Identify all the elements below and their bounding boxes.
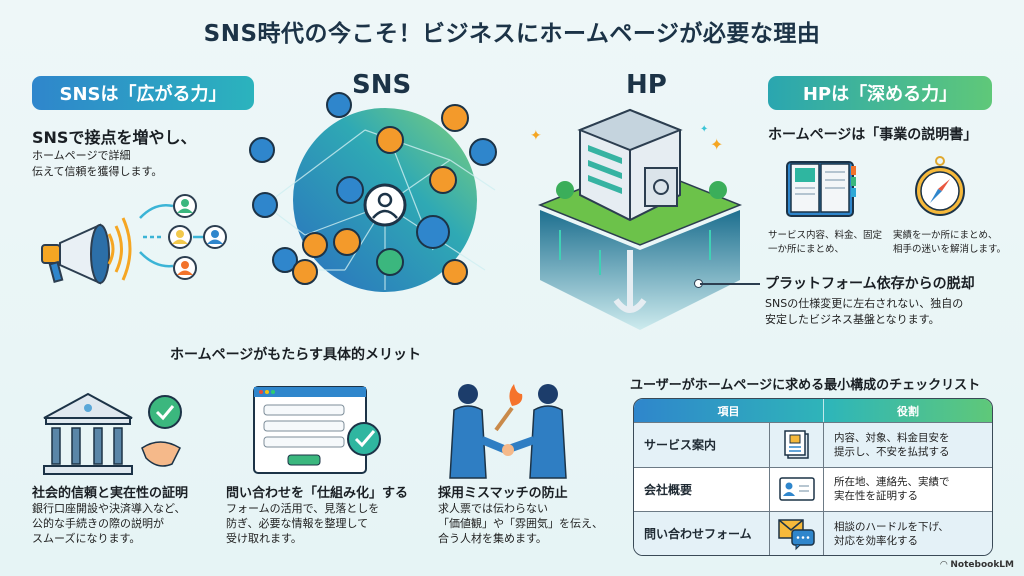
- user-node: [336, 176, 364, 204]
- merit-item: 社会的信頼と実在性の証明 銀行口座開設や決済導入など、 公的な手続きの際の説明が…: [32, 482, 188, 546]
- sns-network-globe: [249, 104, 497, 292]
- checklist-table: 項目 役割 サービス案内 内容、対象、料金目安を 提示し、不安を払拭する 会社概…: [633, 398, 993, 556]
- x-node: [252, 192, 278, 218]
- role-line: 内容、対象、料金目安を: [834, 431, 950, 444]
- row-item: サービス案内: [634, 423, 770, 467]
- share-node: [416, 215, 450, 249]
- platform-desc-line: SNSの仕様変更に左右されない、独自の: [765, 297, 964, 310]
- row-item: 会社概要: [634, 467, 770, 511]
- user-node: [376, 248, 404, 276]
- row-role: 所在地、連絡先、実績で 実在性を証明する: [824, 468, 992, 512]
- merit-line: フォームの活用で、見落としを: [226, 502, 380, 515]
- table-row: 会社概要 所在地、連絡先、実績で 実在性を証明する: [634, 466, 992, 512]
- network-nodes: [249, 104, 497, 285]
- merit-item: 問い合わせを「仕組み化」する フォームの活用で、見落としを 防ぎ、必要な情報を整…: [226, 482, 408, 546]
- sns-heading: SNSで接点を増やし、: [32, 128, 197, 147]
- hp-heading: ホームページは「事業の説明書」: [768, 127, 978, 143]
- megaphone-icon: [41, 223, 110, 285]
- platform-description: SNSの仕様変更に左右されない、独自の 安定したビジネス基盤となります。: [765, 296, 963, 328]
- role-line: 実在性を証明する: [834, 490, 918, 503]
- heart-node: [302, 232, 328, 258]
- caption-line: 実績を一か所にまとめ、: [893, 230, 998, 241]
- caption-line: 相手の迷いを解消します。: [893, 244, 1007, 255]
- merit-item: 採用ミスマッチの防止 求人票では伝わらない 「価値観」や「雰囲気」を伝え、 合う…: [438, 482, 603, 546]
- role-line: 相談のハードルを下げ、: [834, 520, 949, 533]
- svg-text:✦: ✦: [700, 124, 708, 135]
- merit-line: 公的な手続きの際の説明が: [32, 517, 164, 530]
- twitter-node: [249, 137, 275, 163]
- svg-text:✦: ✦: [710, 135, 723, 154]
- table-row: 問い合わせフォーム 相談のハードルを下げ、 対応を効率化する: [634, 511, 992, 555]
- sound-waves-icon: [107, 217, 132, 281]
- sns-power-pill: SNSは「広がる力」: [32, 76, 254, 110]
- table-body: サービス案内 内容、対象、料金目安を 提示し、不安を払拭する 会社概要: [634, 422, 992, 555]
- compass-icon: [915, 156, 965, 216]
- user-node: [442, 259, 468, 285]
- sns-description: ホームページで詳細 伝えて信頼を獲得します。: [32, 148, 162, 180]
- rocket-node: [292, 259, 318, 285]
- hp-building-anchor-icon: ✦✦✦: [530, 108, 743, 330]
- compass-caption: 実績を一か所にまとめ、 相手の迷いを解消します。: [893, 229, 1006, 257]
- svg-text:✦: ✦: [530, 128, 542, 144]
- mail-chat-icon: [777, 519, 815, 550]
- header-item: 項目: [634, 399, 824, 422]
- role-line: 提示し、不安を払拭する: [834, 445, 950, 458]
- merit-line: 求人票では伝わらない: [438, 502, 548, 515]
- user-node: [469, 138, 497, 166]
- callout-line: [700, 283, 760, 285]
- merit-line: 「価値観」や「雰囲気」を伝え、: [438, 517, 603, 530]
- page-title: SNS時代の今こそ！ビジネスにホームページが必要な理由: [203, 21, 821, 47]
- table-header: 項目 役割: [634, 399, 992, 422]
- audience-network-icon: [139, 194, 227, 280]
- merits-title: ホームページがもたらす具体的メリット: [170, 347, 422, 363]
- handshake-people-icon: [449, 384, 567, 479]
- notebooklm-logo-icon: ◠: [940, 560, 951, 570]
- row-role: 内容、対象、料金目安を 提示し、不安を払拭する: [824, 423, 992, 467]
- row-item: 問い合わせフォーム: [634, 512, 770, 555]
- sns-desc-line: 伝えて信頼を獲得します。: [32, 165, 163, 178]
- platform-desc-line: 安定したビジネス基盤となります。: [765, 313, 940, 326]
- hp-power-pill: HPは「深める力」: [768, 76, 992, 110]
- merit-line: 合う人材を集めます。: [438, 532, 547, 545]
- caption-line: 一か所にまとめ、: [768, 244, 845, 255]
- platform-heading: プラットフォーム依存からの脱却: [765, 276, 975, 292]
- role-line: 所在地、連絡先、実績で: [834, 476, 950, 489]
- user-node: [429, 166, 457, 194]
- header-role: 役割: [897, 404, 919, 418]
- caption-line: サービス内容、料金、固定: [768, 230, 883, 241]
- user-node: [272, 247, 298, 273]
- anchor: [613, 250, 647, 313]
- sns-label: SNS: [352, 70, 412, 100]
- merit-line: 防ぎ、必要な情報を整理して: [226, 517, 369, 530]
- sns-desc-line: ホームページで詳細: [32, 149, 131, 162]
- form-check-icon: [253, 386, 381, 474]
- mail-node: [333, 228, 361, 256]
- merit-line: スムーズになります。: [32, 532, 141, 545]
- brand-label: NotebookLM: [950, 560, 1014, 570]
- document-box-icon: [783, 430, 809, 459]
- merit-line: 受け取れます。: [226, 532, 302, 545]
- user-node: [376, 126, 404, 154]
- safe: [644, 167, 678, 207]
- role-line: 対応を効率化する: [834, 534, 918, 547]
- checklist-title: ユーザーがホームページに求める最小構成のチェックリスト: [630, 378, 981, 393]
- merit-heading: 問い合わせを「仕組み化」する: [226, 486, 409, 501]
- row-role: 相談のハードルを下げ、 対応を効率化する: [824, 512, 992, 555]
- merit-heading: 社会的信頼と実在性の証明: [32, 486, 189, 501]
- merit-line: 銀行口座開設や決済導入など、: [32, 502, 186, 515]
- user-node: [441, 104, 469, 132]
- id-card-icon: [778, 477, 815, 501]
- table-row: サービス案内 内容、対象、料金目安を 提示し、不安を払拭する: [634, 422, 992, 467]
- ground-block: [540, 210, 740, 330]
- open-book-icon: [786, 161, 856, 217]
- bank-handshake-icon: [43, 392, 182, 475]
- notebooklm-brand: ◠ NotebookLM: [940, 560, 1014, 570]
- twitter-node-icon: [326, 92, 352, 118]
- merit-heading: 採用ミスマッチの防止: [438, 486, 568, 501]
- hp-label: HP: [626, 70, 667, 100]
- book-caption: サービス内容、料金、固定 一か所にまとめ、: [768, 229, 882, 257]
